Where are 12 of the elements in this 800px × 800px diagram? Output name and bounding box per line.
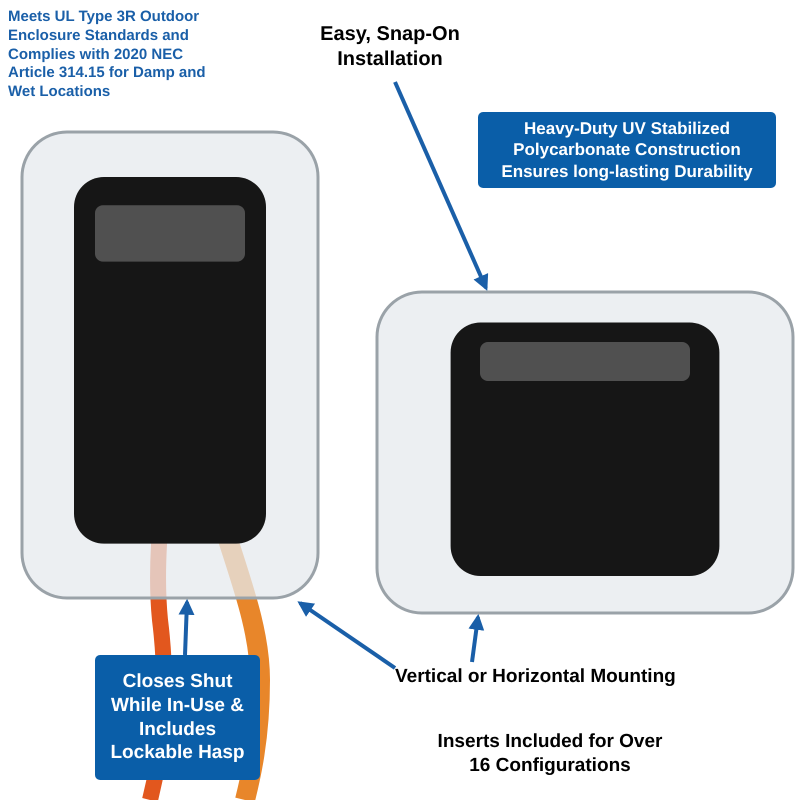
callout-box: Heavy-Duty UV Stabilized Polycarbonate Construction Ensures long-lasting Durability (478, 112, 776, 188)
callout-box: Closes Shut While In-Use & Includes Lockable Hasp (95, 655, 260, 780)
vertical-cover-drawing (20, 130, 320, 600)
callout-text: Easy, Snap-On Installation (300, 22, 480, 72)
arrow (393, 81, 488, 291)
note-text: Inserts Included for Over 16 Configurations (436, 730, 664, 778)
arrow (468, 614, 484, 662)
arrow (178, 598, 194, 656)
note-text: Meets UL Type 3R Outdoor Enclosure Standards and Complies with 2020 NEC Article 314.15 for Damp and Wet Locations (8, 8, 207, 102)
horizontal-cover-drawing (375, 290, 795, 615)
callout-text: Vertical or Horizontal Mounting (395, 665, 705, 689)
arrow (297, 601, 396, 670)
